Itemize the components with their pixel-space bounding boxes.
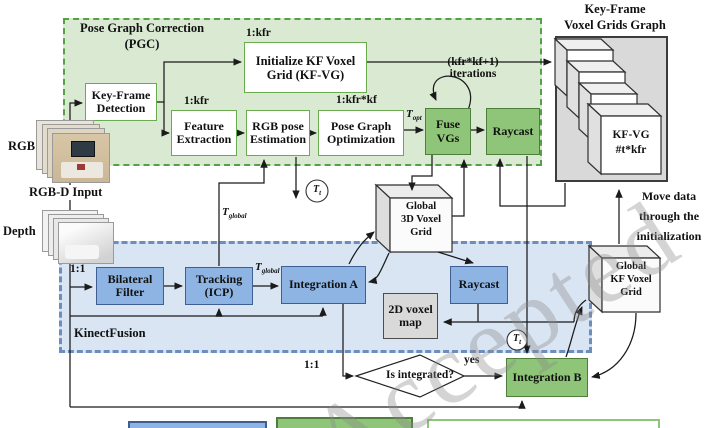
rate-11-diamond-label: 1:1 bbox=[304, 359, 320, 371]
t-opt-label: Topt bbox=[406, 108, 422, 123]
legend-box-green bbox=[276, 417, 413, 428]
t-frame-label-top: Tt bbox=[312, 184, 322, 197]
node-2d-voxel-map: 2D voxel map bbox=[383, 293, 438, 339]
node-pose-graph-optimization: Pose Graph Optimization bbox=[318, 110, 404, 156]
t-global-label-tracking: Tglobal bbox=[255, 261, 280, 276]
node-tracking-icp: Tracking (ICP) bbox=[185, 267, 253, 305]
depth-label: Depth bbox=[3, 224, 36, 238]
node-raycast-pgc: Raycast bbox=[486, 108, 540, 155]
rgb-photo-front bbox=[52, 133, 110, 183]
keyframe-voxel-grids-graph-title: Key-Frame Voxel Grids Graph bbox=[564, 2, 666, 32]
rgb-photo-sofa bbox=[61, 162, 103, 178]
rate-1kfr-feature-label: 1:kfr bbox=[184, 95, 209, 107]
node-key-frame-detection: Key-Frame Detection bbox=[85, 83, 157, 121]
t-frame-label-bottom: Tt bbox=[512, 333, 522, 346]
node-rgb-pose-estimation: RGB pose Estimation bbox=[246, 110, 310, 156]
kf-vg-stack-cubes bbox=[553, 37, 663, 176]
is-integrated-label: Is integrated? bbox=[385, 369, 455, 381]
node-integration-a: Integration A bbox=[281, 266, 366, 304]
global-kf-voxel-grid-cube bbox=[587, 244, 662, 314]
rate-1kfrkf-label: 1:kfr*kf bbox=[336, 94, 377, 106]
rgb-label: RGB bbox=[8, 139, 36, 153]
global-3d-voxel-grid-cube bbox=[374, 183, 454, 254]
t-frame-circle-bottom bbox=[506, 329, 528, 351]
iterations-label: (kfr*kf+1) iterations bbox=[447, 56, 499, 80]
t-global-label-vertical: Tglobal bbox=[222, 206, 247, 221]
t-frame-circle-top bbox=[305, 179, 329, 203]
rate-11-depth-label: 1:1 bbox=[70, 263, 86, 275]
kf-vg-cube-front bbox=[586, 102, 663, 176]
node-initialize-kf-voxel-grid: Initialize KF Voxel Grid (KF-VG) bbox=[244, 42, 367, 93]
global-3d-voxel-grid-label: Global 3D Voxel Grid bbox=[401, 201, 441, 238]
pgc-title: Pose Graph Correction (PGC) bbox=[79, 21, 205, 51]
global-kf-voxel-grid-label: Global KF Voxel Grid bbox=[610, 261, 652, 298]
node-bilateral-filter: Bilateral Filter bbox=[96, 267, 164, 305]
rgb-image-stack bbox=[36, 120, 110, 183]
depth-photo-shape bbox=[65, 245, 99, 259]
node-integration-b: Integration B bbox=[506, 358, 588, 397]
rgb-photo-picture-frame bbox=[71, 141, 95, 157]
rate-1kfr-init-label: 1:kfr bbox=[246, 27, 271, 39]
kinectfusion-label: KinectFusion bbox=[74, 326, 146, 340]
legend-box-blue bbox=[128, 421, 267, 428]
kf-vg-cube-label: KF-VG #t*kfr bbox=[612, 129, 650, 156]
rgb-photo-pillow bbox=[77, 164, 85, 170]
rgbd-input-label: RGB-D Input bbox=[27, 185, 105, 200]
legend-box-white bbox=[427, 419, 660, 428]
yes-label: yes bbox=[464, 354, 480, 366]
node-feature-extraction: Feature Extraction bbox=[171, 110, 237, 156]
move-data-label: Move data through the initialization bbox=[636, 189, 702, 243]
depth-image-stack bbox=[42, 210, 114, 264]
node-raycast-kinectfusion: Raycast bbox=[450, 266, 508, 304]
depth-photo-front bbox=[58, 222, 114, 264]
node-fuse-vgs: Fuse VGs bbox=[425, 108, 471, 155]
